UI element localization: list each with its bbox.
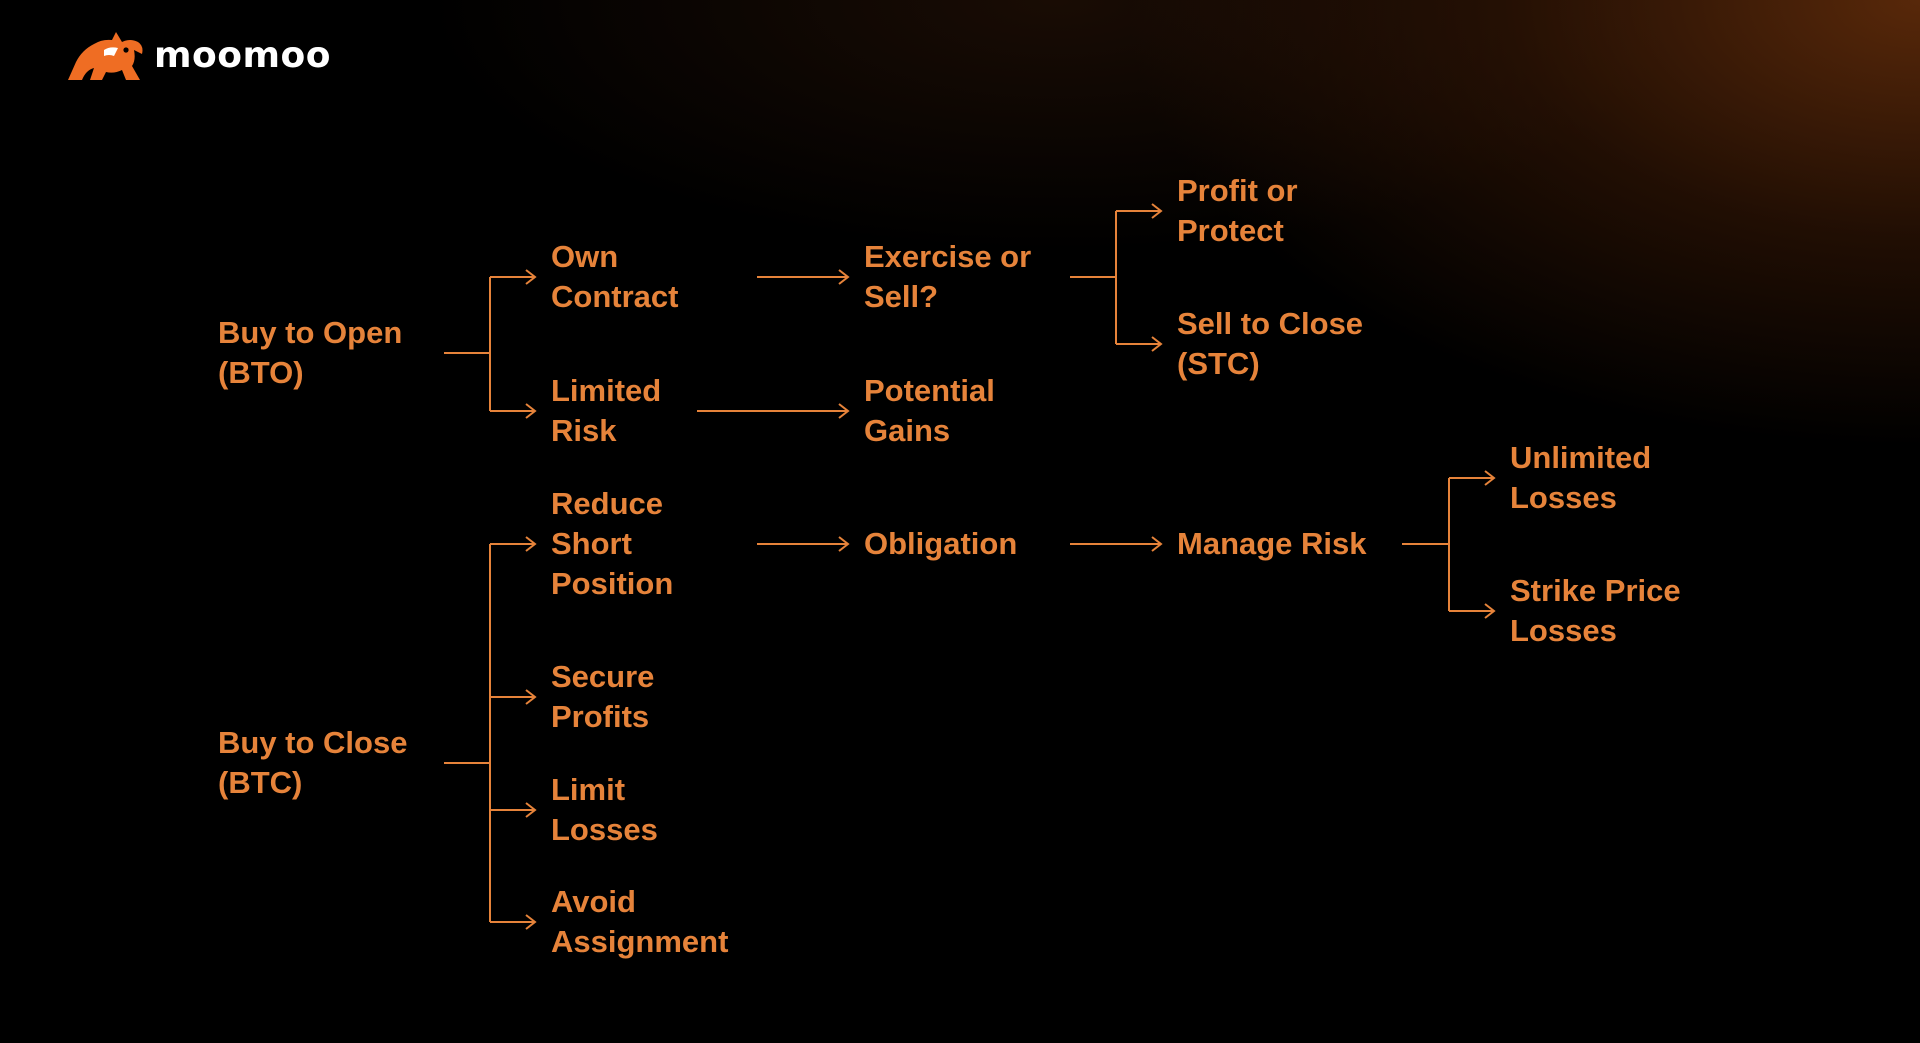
node-sell-to-close: Sell to Close (STC) — [1177, 306, 1364, 381]
node-profit-or-protect: Profit or Protect — [1177, 173, 1298, 248]
obligation-to-manage-risk-arrow — [1070, 536, 1163, 552]
reduce-to-obligation-arrow — [757, 536, 850, 552]
bto-bracket-connector — [444, 269, 537, 419]
node-obligation: Obligation — [864, 526, 1018, 561]
node-buy-to-close: Buy to Close (BTC) — [218, 725, 408, 800]
own-contract-to-exercise-arrow — [757, 269, 850, 285]
node-reduce-short-position: Reduce Short Position — [551, 486, 674, 601]
node-limited-risk: Limited Risk — [551, 373, 662, 448]
node-manage-risk: Manage Risk — [1177, 526, 1367, 561]
node-unlimited-losses: Unlimited Losses — [1510, 440, 1652, 515]
node-own-contract: Own Contract — [551, 239, 679, 314]
node-avoid-assignment: Avoid Assignment — [551, 884, 729, 959]
btc-bracket-connector — [444, 536, 537, 930]
node-exercise-or-sell: Exercise or Sell? — [864, 239, 1032, 314]
moomoo-logo[interactable]: moomoo — [64, 26, 331, 84]
brand-name: moomoo — [154, 34, 331, 76]
node-secure-profits: Secure Profits — [551, 659, 655, 734]
node-limit-losses: Limit Losses — [551, 772, 658, 847]
manage-risk-bracket-connector — [1402, 470, 1496, 619]
bull-logo-icon — [68, 32, 143, 80]
exercise-bracket-connector — [1070, 203, 1163, 352]
node-potential-gains: Potential Gains — [864, 373, 995, 448]
node-buy-to-open: Buy to Open (BTO) — [218, 315, 403, 390]
node-strike-price-losses: Strike Price Losses — [1510, 573, 1681, 648]
limited-risk-to-gains-arrow — [697, 403, 850, 419]
